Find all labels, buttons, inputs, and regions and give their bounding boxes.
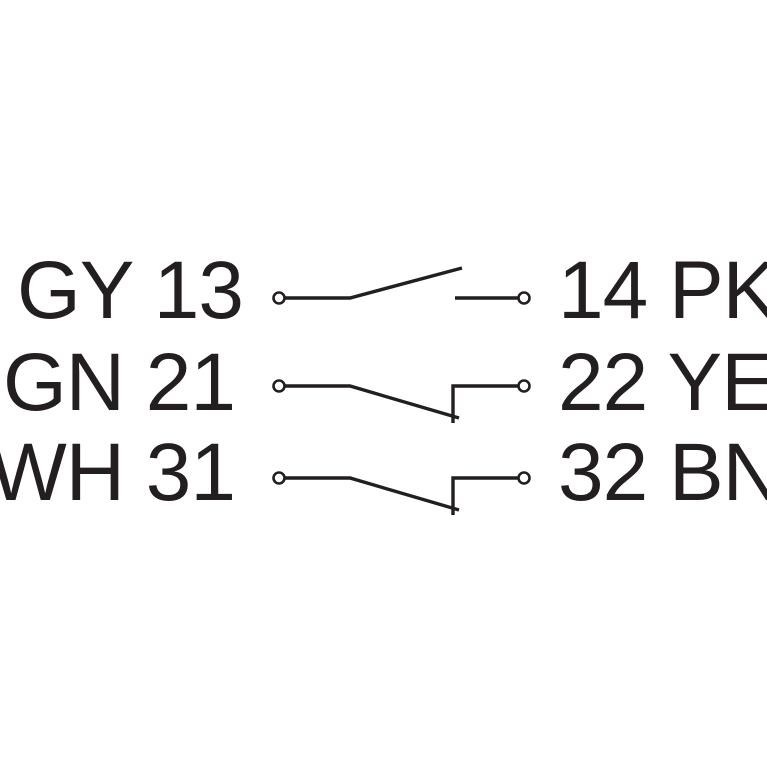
contact-3-left-terminal xyxy=(272,471,286,485)
contact-2-normally-closed: GN 21 22 YE xyxy=(3,337,767,428)
contact-3-right-terminal xyxy=(517,471,531,485)
contact-3-fixed-contact xyxy=(451,476,518,515)
contact-2-left-label: GN 21 xyxy=(3,337,235,428)
contact-2-fixed-contact xyxy=(451,384,518,423)
contact-2-right-terminal xyxy=(517,379,531,393)
contact-3-normally-closed: WH 31 32 BN xyxy=(0,427,767,518)
contact-2-right-label: 22 YE xyxy=(558,337,767,428)
contact-2-left-terminal xyxy=(272,379,286,393)
contact-2-moving-contact xyxy=(285,384,460,420)
contact-1-left-label: GY 13 xyxy=(17,245,243,336)
contact-1-right-terminal xyxy=(517,291,531,305)
contact-1-left-terminal xyxy=(272,291,286,305)
contact-1-moving-contact xyxy=(285,266,463,300)
contact-1-right-label: 14 PK xyxy=(558,245,767,336)
contact-3-right-label: 32 BN xyxy=(558,427,767,518)
contact-3-left-label: WH 31 xyxy=(0,427,235,518)
contact-3-moving-contact xyxy=(285,476,460,512)
contact-1-normally-open: GY 13 14 PK xyxy=(17,245,767,336)
